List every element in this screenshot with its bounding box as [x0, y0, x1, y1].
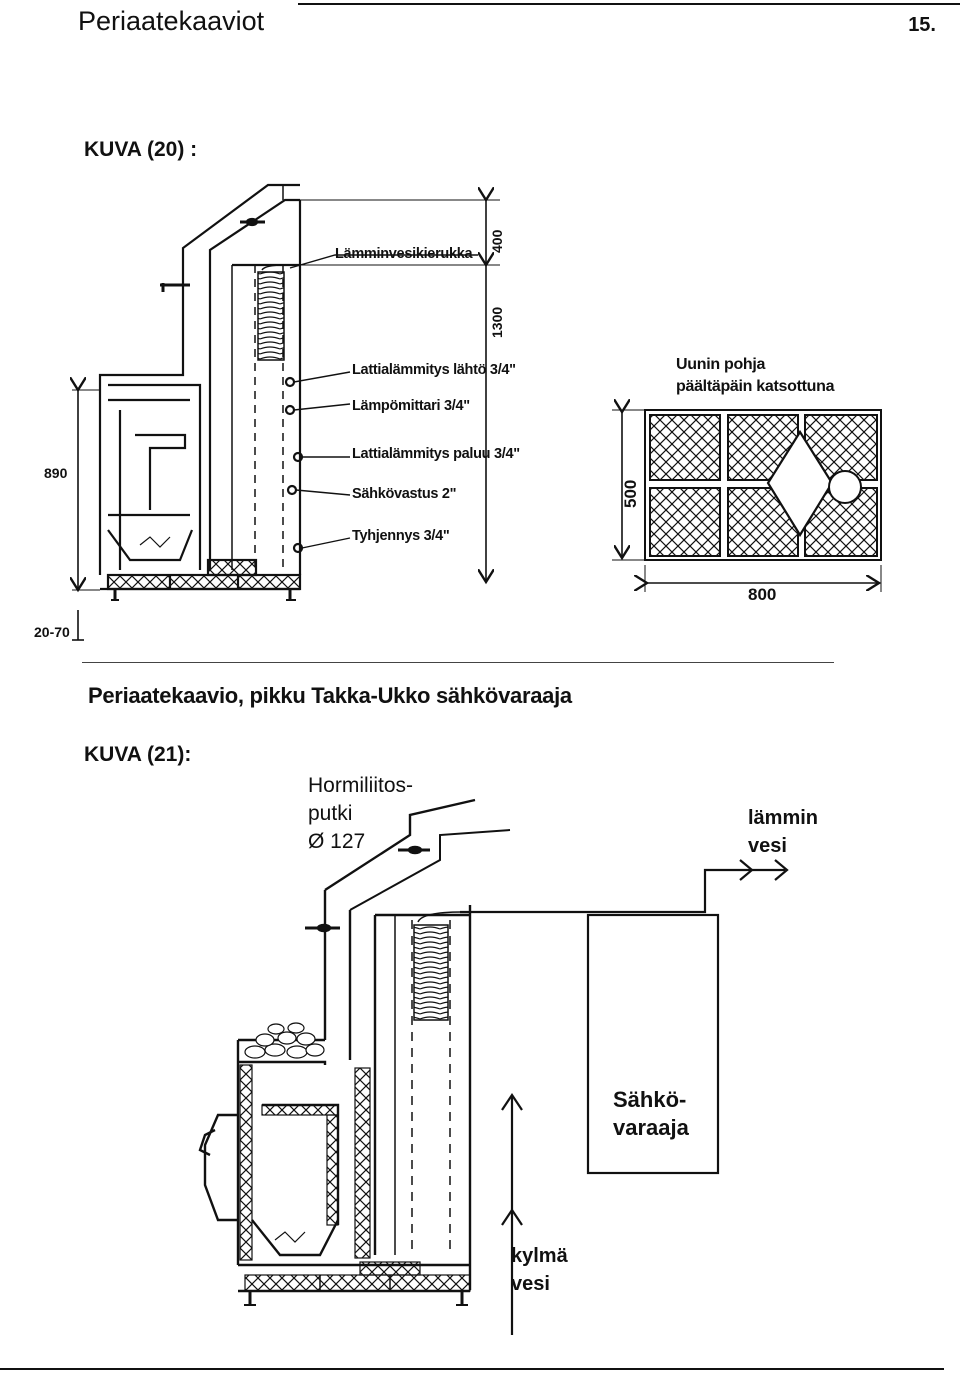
plan-title-line1: Uunin pohja [676, 356, 766, 373]
figure-20-stove [98, 183, 304, 601]
dimension-890: 890 [44, 465, 68, 481]
page-title: Periaatekaaviot [78, 6, 265, 36]
cold-water-label-line1: kylmä [511, 1245, 568, 1267]
flue-label-line1: Hormiliitos- [308, 774, 413, 797]
header-rule [298, 3, 960, 5]
dimension-1300: 1300 [489, 306, 505, 338]
figure-20-plan-view [612, 410, 882, 592]
figure-20-dimensions [72, 200, 500, 641]
dimension-400: 400 [489, 229, 505, 253]
dimension-20-70: 20-70 [34, 624, 70, 640]
plan-title-line2: päältäpäin katsottuna [676, 378, 835, 395]
figure-20-label: KUVA (20) : [84, 138, 198, 161]
figure-caption: Periaatekaavio, pikku Takka-Ukko sähköva… [88, 683, 572, 708]
figure-21-tank [460, 859, 789, 1335]
hot-water-label-line2: vesi [748, 835, 787, 857]
hot-water-label-line1: lämmin [748, 807, 819, 829]
section-divider [82, 662, 834, 663]
flue-label-line2: putki [308, 802, 353, 825]
page-number: 15. [908, 14, 936, 36]
coil-label: Lämminvesikierukka [335, 246, 473, 262]
tank-label-line2: varaaja [613, 1115, 689, 1140]
drain-label: Tyhjennys 3/4" [352, 528, 450, 544]
dimension-800: 800 [748, 585, 777, 604]
tank-label-line1: Sähkö- [613, 1087, 687, 1112]
floor-heating-return-label: Lattialämmitys paluu 3/4" [352, 446, 520, 462]
floor-heating-out-label: Lattialämmitys lähtö 3/4" [352, 362, 516, 378]
figure-20-leaders [289, 254, 478, 549]
figure-21-label: KUVA (21): [84, 743, 192, 766]
thermometer-label: Lämpömittari 3/4" [352, 398, 470, 414]
cold-water-label-line2: vesi [511, 1273, 550, 1295]
heater-element-label: Sähkövastus 2" [352, 486, 457, 502]
figure-21-stove [198, 798, 511, 1306]
flue-label-line3: Ø 127 [308, 830, 366, 853]
footer-rule [0, 1368, 944, 1370]
dimension-500: 500 [621, 479, 640, 508]
